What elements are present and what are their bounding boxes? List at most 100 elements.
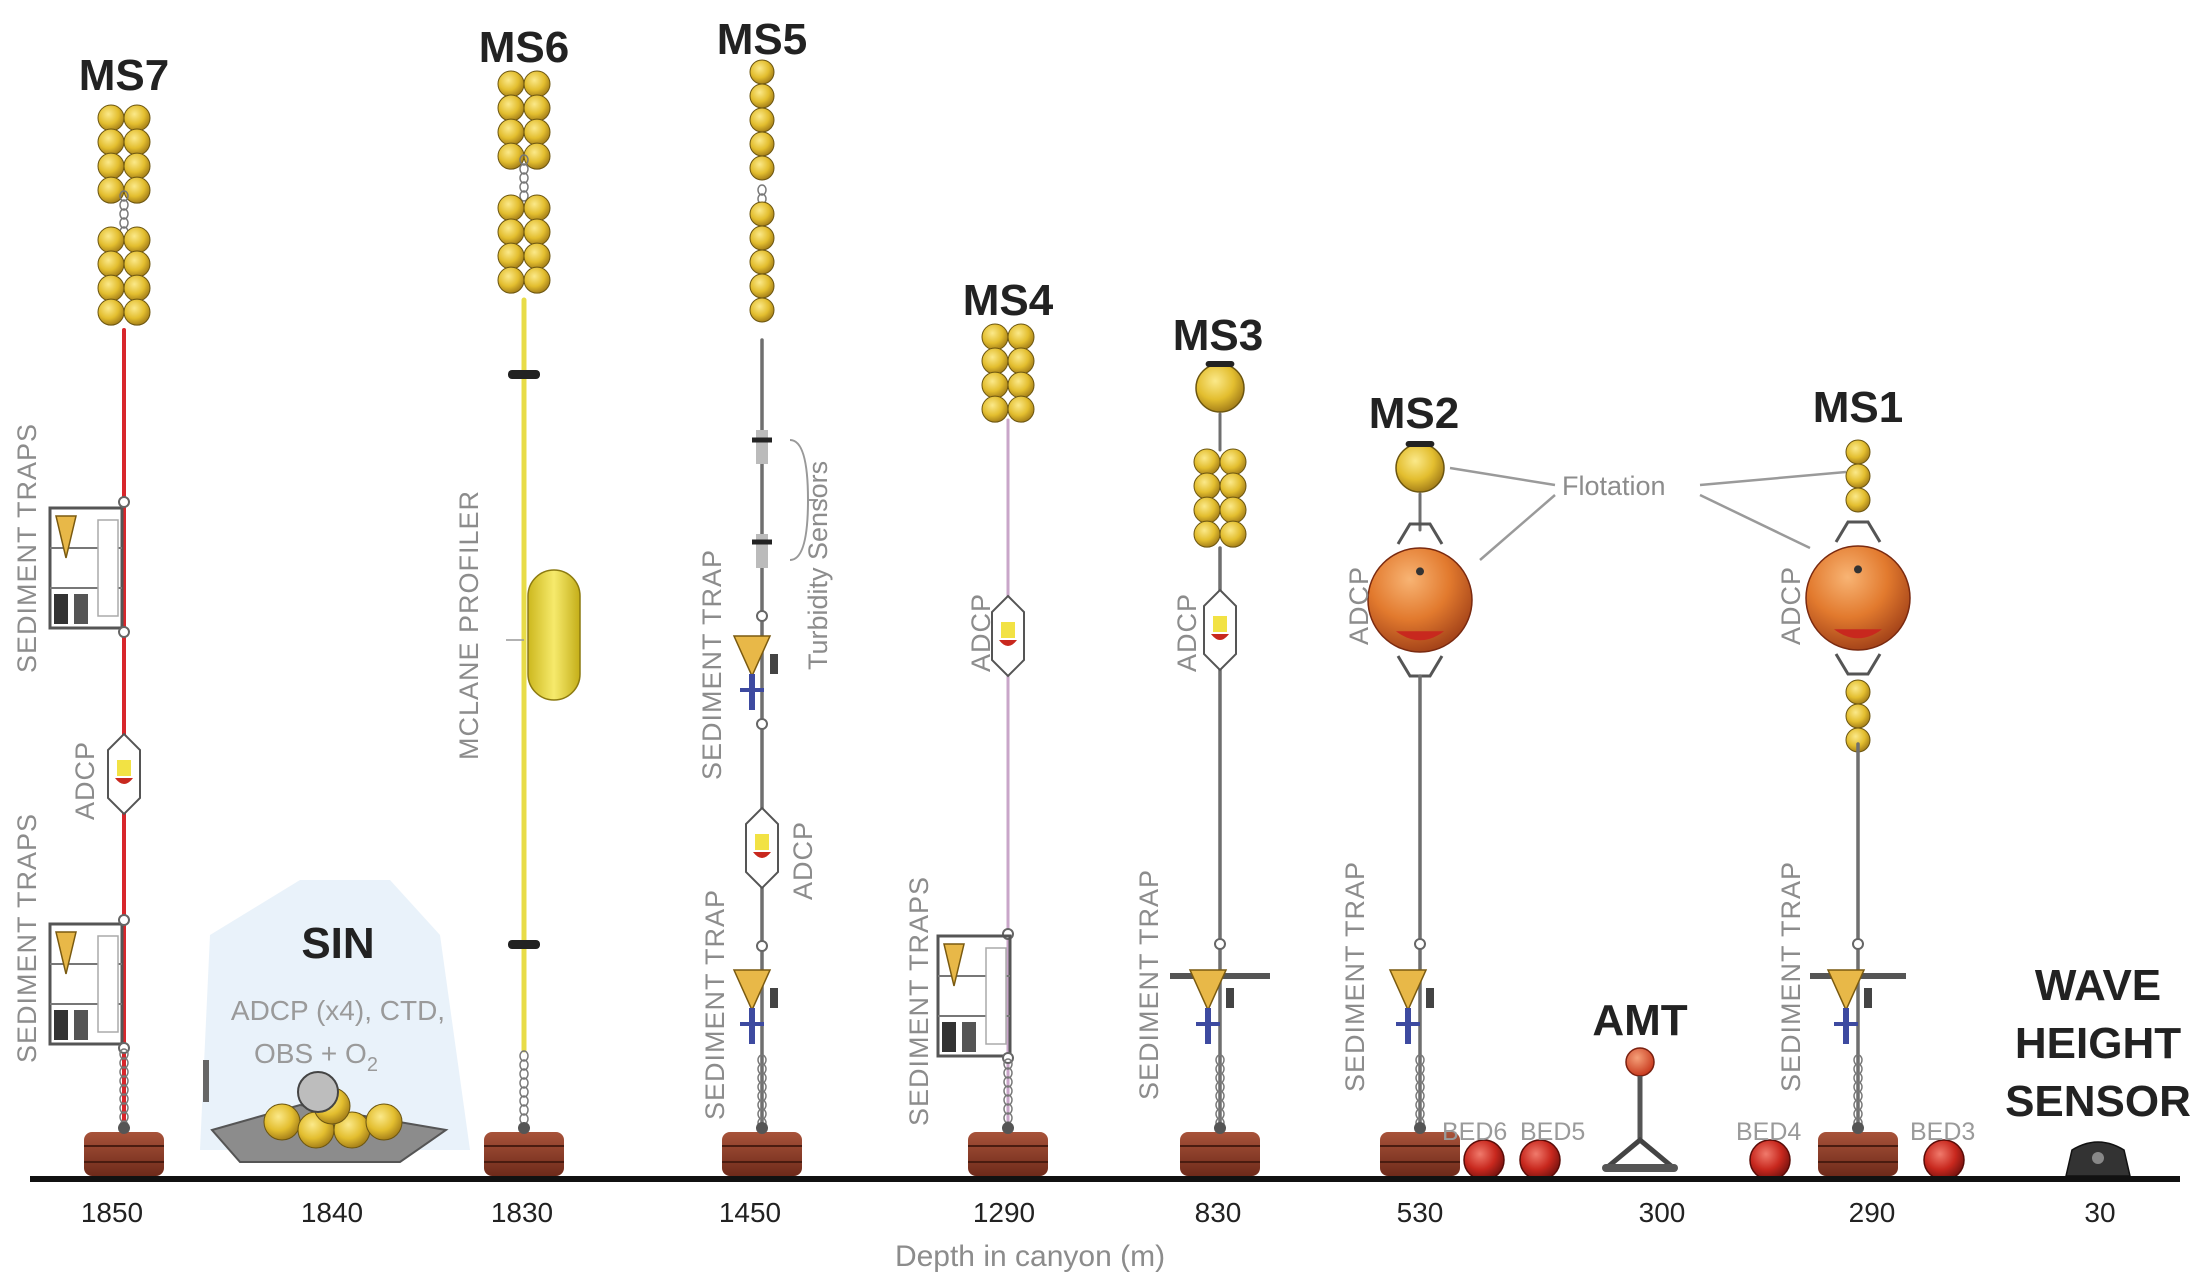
chain-link: [1215, 1081, 1225, 1093]
chain-link: [1215, 1063, 1225, 1075]
float-sphere: [263, 1103, 301, 1141]
flotation-pointer: [1699, 470, 1847, 487]
float-sphere: [123, 226, 151, 254]
anchor-weight: [84, 1132, 164, 1176]
float-sphere: [1193, 496, 1221, 524]
ms1-label-adcp: ADCP: [1776, 566, 1806, 645]
chain-link: [519, 1077, 529, 1089]
anchor-weight: [1380, 1132, 1460, 1176]
sin-beam: [200, 880, 470, 1150]
chain-link: [119, 1057, 129, 1069]
adcp-body: [117, 760, 131, 776]
mclane-profiler: [527, 569, 581, 701]
wave-height-sensor: [2065, 1141, 2131, 1177]
ms1-label-sediment-trap: SEDIMENT TRAP: [1776, 861, 1806, 1092]
trap-bottle: [942, 1022, 956, 1052]
float-sphere: [497, 94, 525, 122]
adcp-body: [755, 834, 769, 850]
trap-bottle: [54, 1010, 68, 1040]
swivel: [1852, 938, 1864, 950]
adcp-bridle: [1834, 520, 1882, 543]
bed-spheres: [1463, 1139, 1965, 1181]
trap-controller: [1864, 988, 1872, 1008]
chain-link: [519, 181, 529, 193]
chain-link: [519, 1086, 529, 1098]
float-sphere: [749, 249, 775, 275]
wave-title-line3: SENSOR: [2005, 1077, 2191, 1126]
bed-sphere: [1749, 1139, 1791, 1181]
ms5-label-sediment-trap-lower: SEDIMENT TRAP: [700, 889, 730, 1120]
chain-link: [1003, 1076, 1013, 1088]
top-float: [1195, 363, 1245, 413]
float-sphere: [1845, 487, 1871, 513]
depth-label-ms6: 1830: [491, 1197, 553, 1228]
chain-link: [757, 184, 767, 196]
float-sphere: [1219, 496, 1247, 524]
float-sphere: [749, 273, 775, 299]
float-sphere: [123, 298, 151, 326]
flotation-pointer: [1479, 494, 1556, 561]
chain-link: [757, 1054, 767, 1066]
adcp-body: [1001, 622, 1015, 638]
chain-link: [1215, 1099, 1225, 1111]
ms4-title: MS4: [963, 276, 1054, 325]
float-sphere: [523, 218, 551, 246]
chain-link: [519, 1068, 529, 1080]
ms2-label-sediment-trap: SEDIMENT TRAP: [1340, 861, 1370, 1092]
depth-label-ms5: 1450: [719, 1197, 781, 1228]
float-sphere: [749, 297, 775, 323]
float-sphere: [97, 298, 125, 326]
float-sphere: [523, 94, 551, 122]
profiler-stop-upper: [508, 370, 540, 379]
chain-link: [757, 1081, 767, 1093]
float-sphere: [1219, 448, 1247, 476]
ms3-label-sediment-trap: SEDIMENT TRAP: [1134, 869, 1164, 1100]
chain-link: [119, 190, 129, 202]
chain-link: [519, 163, 529, 175]
trap-bottle: [54, 594, 68, 624]
chain-link: [1853, 1090, 1863, 1102]
chain-link: [757, 1108, 767, 1120]
top-float: [1395, 443, 1445, 493]
float-sphere: [497, 194, 525, 222]
chain-link: [1215, 1072, 1225, 1084]
bed3-label: BED3: [1910, 1118, 1975, 1146]
ms2-mooring: [1367, 441, 1473, 1176]
ms7-label-adcp: ADCP: [70, 741, 100, 820]
float-sphere: [749, 201, 775, 227]
float-sphere: [97, 152, 125, 180]
chain-link: [1003, 1094, 1013, 1106]
float-sphere: [749, 83, 775, 109]
float-sphere: [497, 218, 525, 246]
float-sphere: [123, 104, 151, 132]
float-sphere: [123, 152, 151, 180]
adcp-bridle: [1834, 653, 1882, 676]
anchor-release: [1214, 1122, 1226, 1134]
trap-controller: [1426, 988, 1434, 1008]
bed4-label: BED4: [1736, 1118, 1801, 1146]
swivel: [118, 914, 130, 926]
depth-label-amt: 300: [1639, 1197, 1686, 1228]
float-sphere: [1845, 703, 1871, 729]
trap-funnel: [732, 635, 772, 678]
sin-description-line2: OBS + O2: [254, 1038, 378, 1076]
float-sphere: [1845, 679, 1871, 705]
ms7-mooring: [48, 104, 164, 1176]
float-sphere: [1007, 371, 1035, 399]
amt-title: AMT: [1592, 996, 1687, 1045]
ms5-mooring: [722, 59, 818, 1176]
trap-controller: [770, 988, 778, 1008]
ms3-mooring: [1170, 361, 1270, 1176]
adcp-float-bolt: [1854, 565, 1862, 574]
float-sphere: [1219, 472, 1247, 500]
profiler-stop-lower: [508, 940, 540, 949]
trap-frame: [48, 506, 124, 630]
ms5-title: MS5: [717, 15, 807, 64]
ms4-mooring: [936, 323, 1048, 1176]
amt-lander: [1602, 1047, 1678, 1172]
float-sphere: [1007, 323, 1035, 351]
flotation-pointer: [1449, 466, 1556, 487]
sin-title: SIN: [301, 919, 374, 968]
chain-link: [519, 1059, 529, 1071]
sin-lander: [200, 880, 470, 1163]
